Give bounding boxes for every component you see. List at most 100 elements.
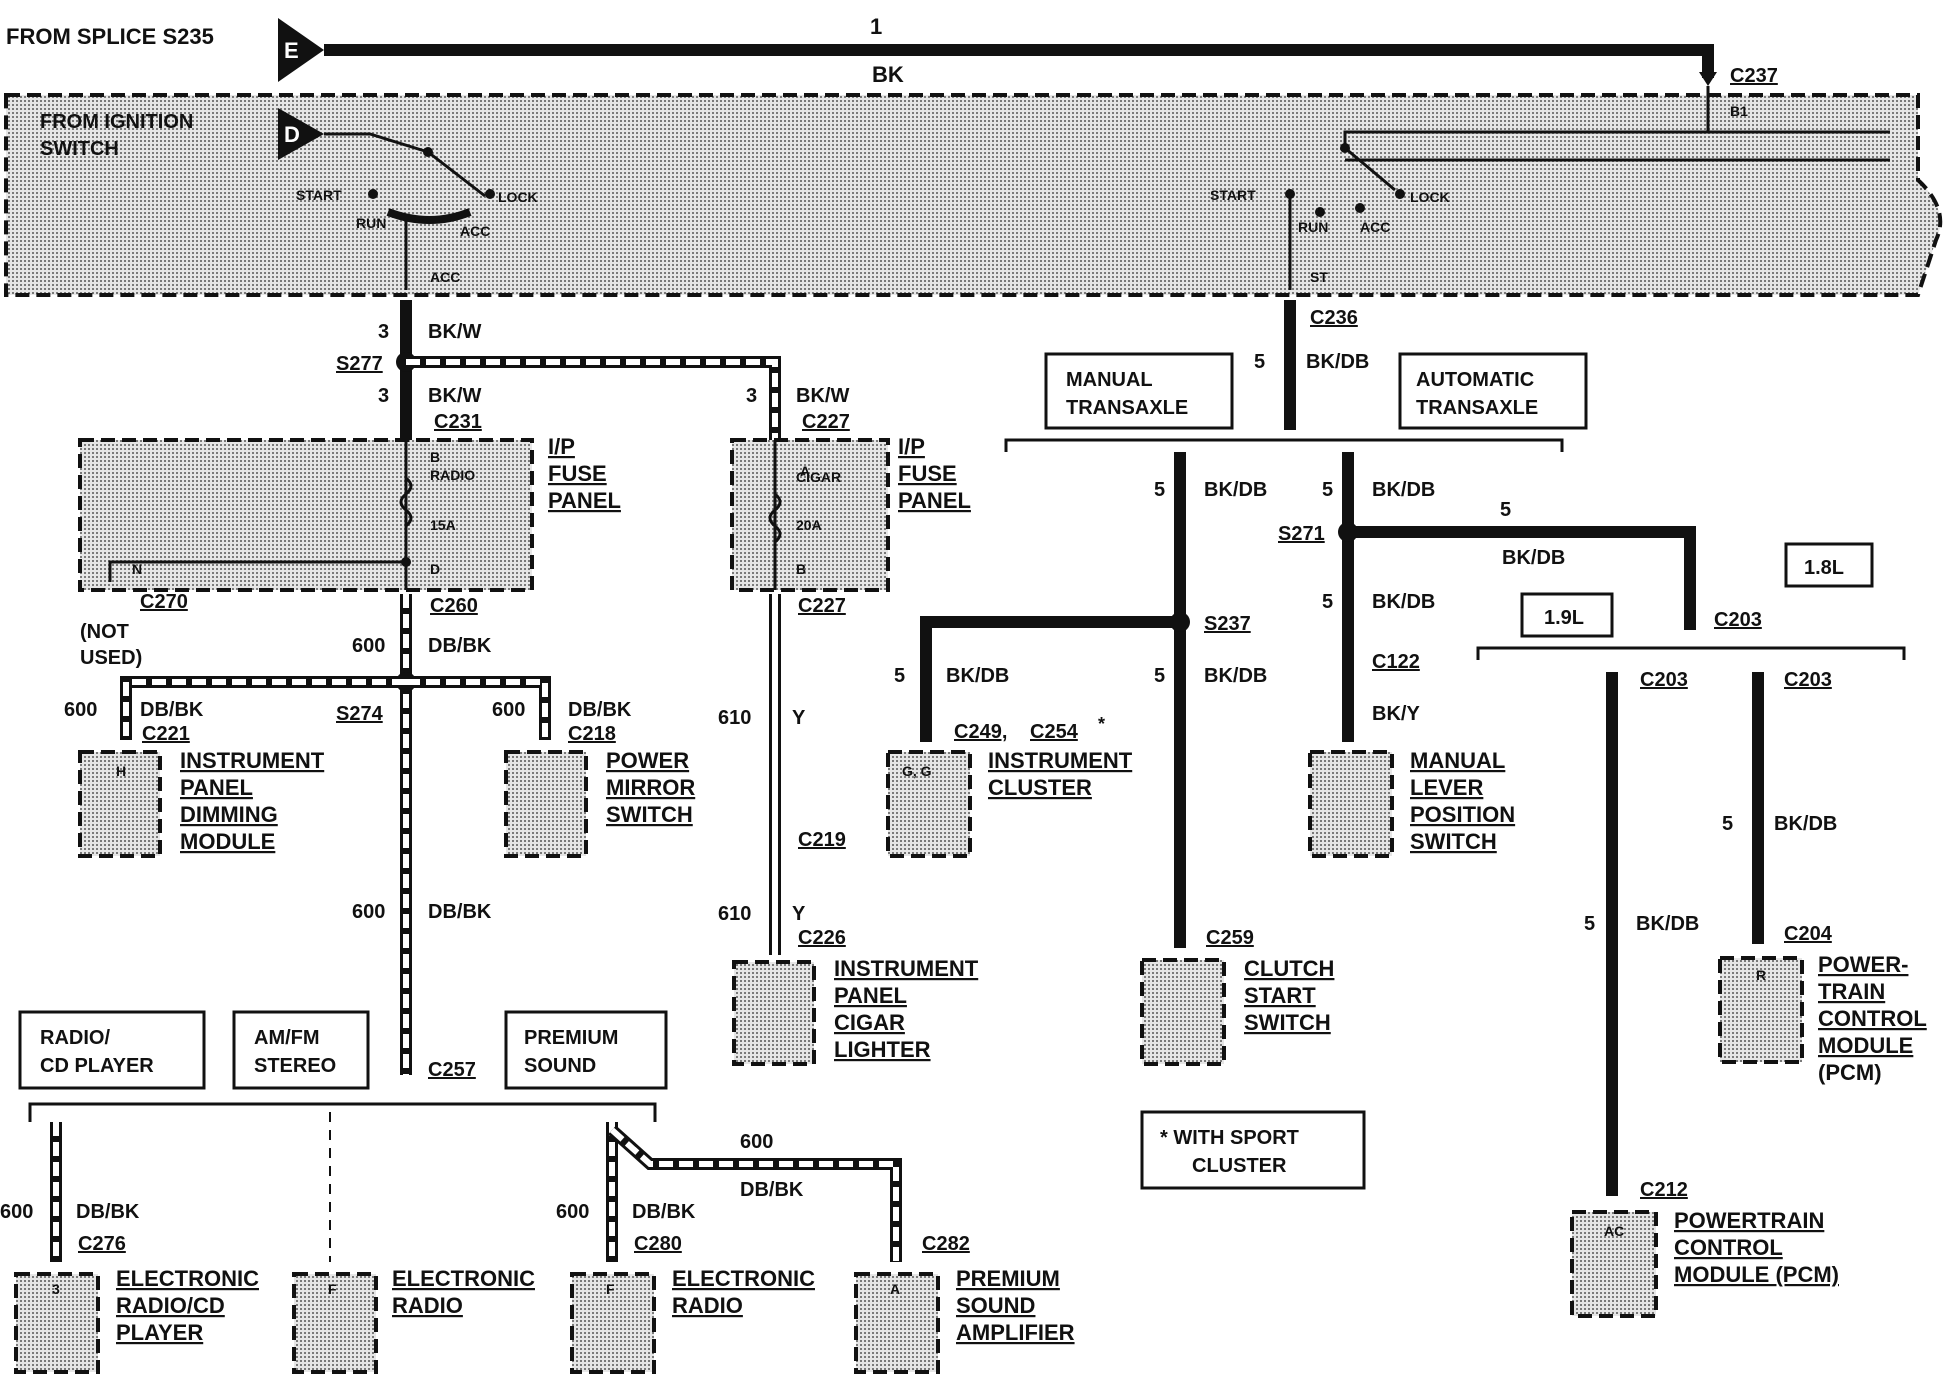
fuse-n-line xyxy=(108,560,406,582)
term-d-label: D xyxy=(284,122,300,147)
start-label-left: START xyxy=(296,187,342,203)
wire-5-color-clutch: BK/DB xyxy=(1204,665,1267,687)
c236-label: C236 xyxy=(1310,307,1358,329)
clutch-label-1: CLUTCH xyxy=(1244,956,1334,981)
wire-5-color-top: BK/DB xyxy=(1306,351,1369,373)
erc-connector xyxy=(14,1272,100,1374)
pcm2-connector xyxy=(1570,1210,1658,1318)
fuse-cigar-a: A xyxy=(800,463,810,479)
fuse-radio-b: B xyxy=(430,449,440,465)
wire-5-num-c122: 5 xyxy=(1322,591,1333,613)
fuse-20a: 20A xyxy=(796,517,822,533)
c203-top-label: C203 xyxy=(1714,609,1762,631)
clutch-label-2: START xyxy=(1244,983,1316,1008)
pcm2-label-3: MODULE (PCM) xyxy=(1674,1262,1839,1287)
wire-5-num-pcm1: 5 xyxy=(1722,813,1733,835)
engine-18-label: 1.8L xyxy=(1804,557,1844,579)
c254-label: C254 xyxy=(1030,721,1079,743)
wire-600-num-b: 600 xyxy=(352,901,385,923)
wire-610-num-a: 610 xyxy=(718,707,751,729)
c276-label: C276 xyxy=(78,1233,126,1255)
c237-label: C237 xyxy=(1730,65,1778,87)
transaxle-bracket xyxy=(1004,438,1564,452)
lock-contact-right xyxy=(1395,189,1405,199)
wire-5-color-manual: BK/DB xyxy=(1204,479,1267,501)
not-used-1: (NOT xyxy=(80,621,129,643)
lock-label-right: LOCK xyxy=(1410,189,1450,205)
wire-5-color-cluster: BK/DB xyxy=(946,665,1009,687)
mlps-label-1: MANUAL xyxy=(1410,748,1505,773)
er2-label-2: RADIO xyxy=(672,1293,743,1318)
pcm1-label-4: MODULE xyxy=(1818,1033,1913,1058)
er2-pin: F xyxy=(606,1281,615,1297)
ipdm-pin: H xyxy=(116,763,126,779)
wire-3-color-c: BK/W xyxy=(796,385,849,407)
pcm2-label-1: POWERTRAIN xyxy=(1674,1208,1824,1233)
wire-5-num-top: 5 xyxy=(1254,351,1265,373)
mirror-label-2: MIRROR xyxy=(606,775,695,800)
acc-output-label: ACC xyxy=(430,269,460,285)
mirror-label-1: POWER xyxy=(606,748,689,773)
auto-transaxle-2: TRANSAXLE xyxy=(1416,397,1538,419)
mlps-label-2: LEVER xyxy=(1410,775,1483,800)
cigar-label-4: LIGHTER xyxy=(834,1037,931,1062)
s277-label: S277 xyxy=(336,353,383,375)
c227-bottom-label: C227 xyxy=(798,595,846,617)
cluster-label-2: CLUSTER xyxy=(988,775,1092,800)
radio-options-bracket xyxy=(28,1102,657,1122)
radio-cd-option-1: RADIO/ xyxy=(40,1027,110,1049)
c203-right-label: C203 xyxy=(1784,669,1832,691)
cluster-pin: G, G xyxy=(902,763,932,779)
fuse-panel-left-label-2: FUSE xyxy=(548,461,607,486)
c260-label: C260 xyxy=(430,595,478,617)
run-contact-right xyxy=(1315,207,1325,217)
fuse-radio: RADIO xyxy=(430,467,475,483)
clutch-connector xyxy=(1140,958,1226,1066)
c257-label: C257 xyxy=(428,1059,476,1081)
cigar-fuse-20a xyxy=(768,492,782,544)
s274-label: S274 xyxy=(336,703,384,725)
wire-600-num-ipdm: 600 xyxy=(64,699,97,721)
lock-label-left: LOCK xyxy=(498,189,538,205)
wire-600-color-mirror: DB/BK xyxy=(568,699,632,721)
engine-18-box xyxy=(1784,542,1874,588)
wire-1-bk xyxy=(324,44,1714,78)
connector-e-arrow xyxy=(278,18,324,82)
cluster-connector xyxy=(886,750,972,858)
not-used-2: USED) xyxy=(80,647,142,669)
radio-cd-option-2: CD PLAYER xyxy=(40,1055,154,1077)
wire-600-ipdm-inner xyxy=(123,679,406,740)
c221-label: C221 xyxy=(142,723,190,745)
fuse-panel-right-label-3: PANEL xyxy=(898,488,971,513)
wire-600-amp-inner xyxy=(609,1127,899,1262)
c280-label: C280 xyxy=(634,1233,682,1255)
wire-610-num-b: 610 xyxy=(718,903,751,925)
premium-option-2: SOUND xyxy=(524,1055,596,1077)
amfm-option-1: AM/FM xyxy=(254,1027,320,1049)
clutch-label-3: SWITCH xyxy=(1244,1010,1331,1035)
wire-600-color-a: DB/BK xyxy=(428,635,492,657)
wire-5-color-pcm1: BK/DB xyxy=(1774,813,1837,835)
start-contact-left xyxy=(368,189,378,199)
wire-5-num-cluster: 5 xyxy=(894,665,905,687)
st-output-label: ST xyxy=(1310,269,1328,285)
fuse-b: B xyxy=(796,561,806,577)
manual-transaxle-2: TRANSAXLE xyxy=(1066,397,1188,419)
lock-contact-left xyxy=(485,189,495,199)
manual-transaxle-box xyxy=(1044,352,1234,430)
engine-bracket xyxy=(1476,646,1906,660)
wire-5-color-pcm2: BK/DB xyxy=(1636,913,1699,935)
pcm1-label-2: TRAIN xyxy=(1818,979,1885,1004)
wire-3-color-b: BK/W xyxy=(428,385,481,407)
amp-label-2: SOUND xyxy=(956,1293,1035,1318)
fuse-panel-right-label-2: FUSE xyxy=(898,461,957,486)
from-splice-label: FROM SPLICE S235 xyxy=(6,24,214,49)
wire-1-color: BK xyxy=(872,62,904,87)
wire-600-color-b: DB/BK xyxy=(428,901,492,923)
wire-600-num-erc: 600 xyxy=(0,1201,33,1223)
erc-label-1: ELECTRONIC xyxy=(116,1266,259,1291)
c270-label: C270 xyxy=(140,591,188,613)
wire-5-num-clutch: 5 xyxy=(1154,665,1165,687)
switch-pivot-left xyxy=(423,147,433,157)
c227-top-label: C227 xyxy=(802,411,850,433)
